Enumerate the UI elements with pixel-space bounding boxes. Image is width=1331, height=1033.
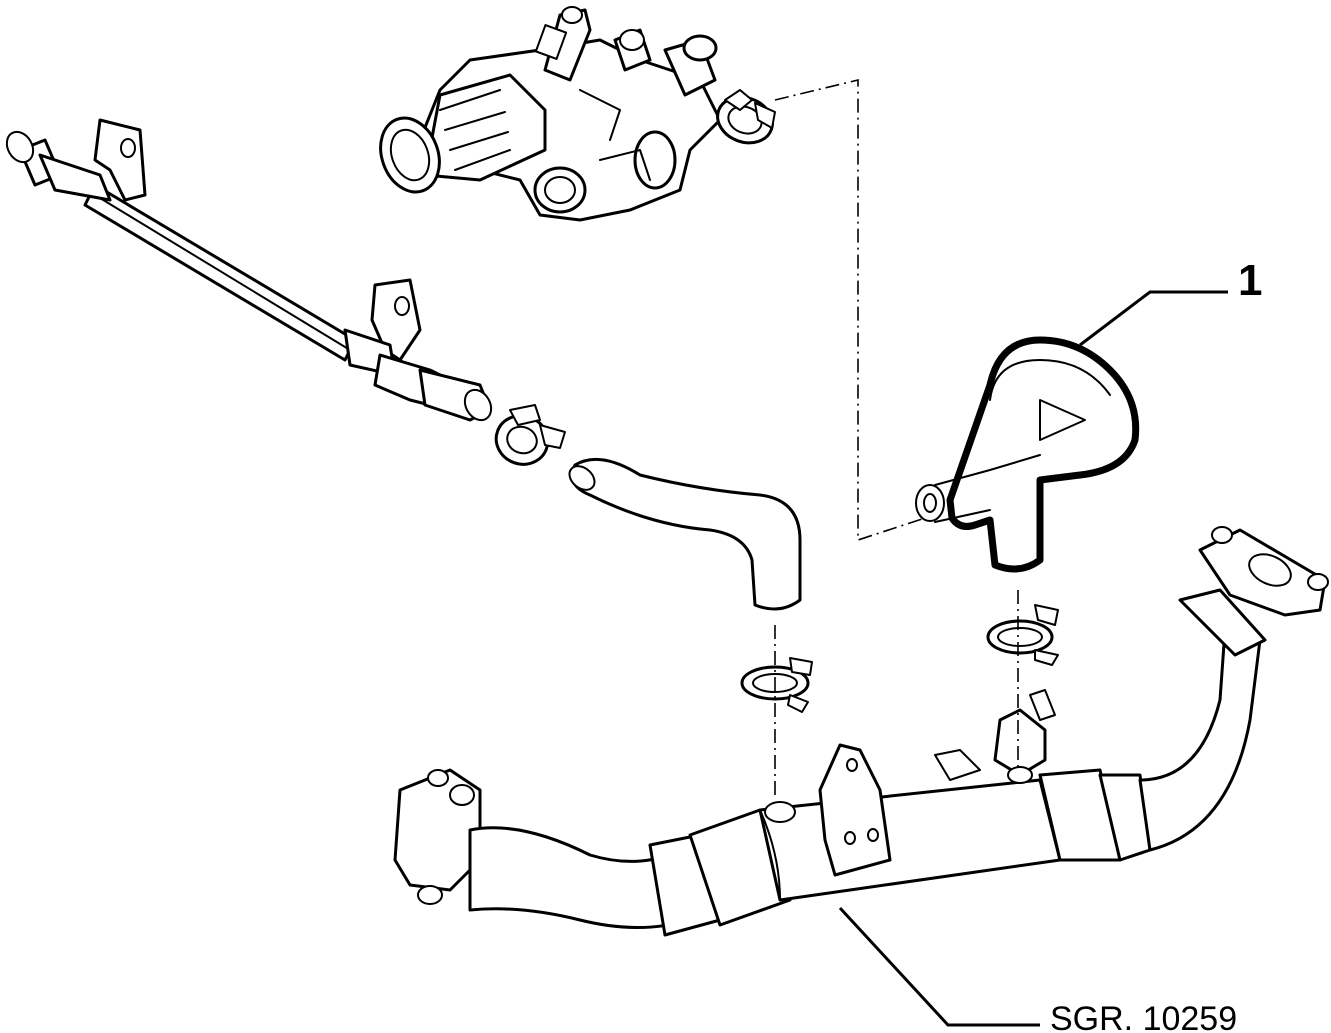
reference-label: SGR. 10259 [838, 906, 1237, 1033]
thermostat-housing [379, 6, 722, 222]
callout-number: 1 [1238, 256, 1262, 305]
coolant-hose-curved [568, 457, 802, 611]
coolant-pipe [5, 118, 493, 422]
hose-clamp-right [986, 604, 1059, 666]
hose-clamp-top [716, 89, 776, 145]
coolant-hose-part-1[interactable] [915, 336, 1140, 573]
egr-cooler [393, 526, 1329, 937]
alignment-lines [774, 78, 1019, 800]
callout-part-1: 1 [1079, 256, 1262, 347]
hose-clamp-left [494, 404, 566, 466]
reference-code: SGR. 10259 [1050, 1000, 1237, 1033]
hose-clamp-center [740, 657, 813, 713]
